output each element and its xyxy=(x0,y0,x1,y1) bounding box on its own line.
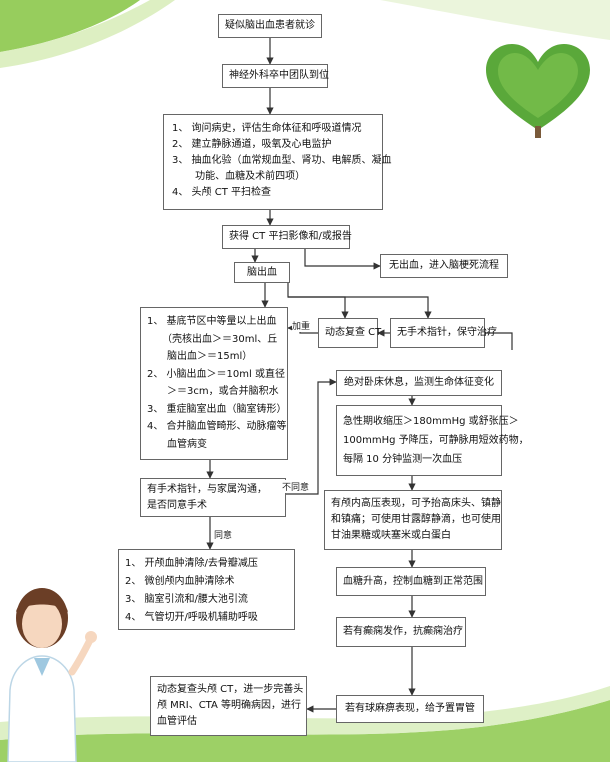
edge-ctresult-nohemorrhage xyxy=(304,249,381,270)
edge-label-aggravate: 加重 xyxy=(292,319,311,332)
bottom-green-wave xyxy=(0,700,610,762)
edge-label-disagree: 不同意 xyxy=(282,480,310,493)
node-surgery-indications: 1、 基底节区中等量以上出血 （壳核出血＞＝30ml、丘 脑出血＞＝15ml） … xyxy=(140,307,288,460)
node-ct-result: 获得 CT 平扫影像和/或报告 xyxy=(222,225,352,249)
node-bulbar-palsy: 若有球麻痹表现，给予置胃管 xyxy=(336,695,484,723)
node-bp-control: 急性期收缩压＞180mmHg 或舒张压＞ 100mmHg 予降压，可静脉用短效药… xyxy=(336,405,529,476)
node-followup-imaging: 动态复查头颅 CT，进一步完善头 颅 MRI、CTA 等明确病因，进行 血管评估 xyxy=(150,676,307,736)
edge-hemorrhage-conservative xyxy=(288,296,432,319)
node-intracranial-pressure: 有颅内高压表现，可予抬高床头、镇静 和镇痛；可使用甘露醇静滴，也可使用 甘油果糖… xyxy=(324,490,502,550)
node-surgery-options: 1、 开颅血肿清除/去骨瓣减压 2、 微创颅内血肿清除术 3、 脑室引流和/腰大… xyxy=(118,549,295,630)
edge-hemorrhage-dynamicct xyxy=(287,283,349,319)
node-glucose-control: 血糖升高，控制血糖到正常范围 xyxy=(336,567,486,596)
node-epilepsy: 若有癫痫发作，抗癫痫治疗 xyxy=(336,617,466,647)
edge-conservative-right xyxy=(485,332,513,350)
edge-label-agree: 同意 xyxy=(214,528,233,541)
node-suspected-patient: 疑似脑出血患者就诊 xyxy=(218,14,322,38)
node-no-hemorrhage: 无出血，进入脑梗死流程 xyxy=(380,254,508,278)
node-initial-assessment: 1、 询问病史，评估生命体征和呼吸道情况 2、 建立静脉通道，吸氧及心电监护 3… xyxy=(163,114,392,210)
edge-consent-bedrest xyxy=(286,378,337,495)
node-dynamic-ct: 动态复查 CT xyxy=(318,318,381,348)
doctor-illustration-icon xyxy=(7,588,97,762)
node-bed-rest: 绝对卧床休息，监测生命体征变化 xyxy=(336,370,502,396)
node-neurosurgery-team: 神经外科卒中团队到位 xyxy=(222,64,329,88)
node-consent: 有手术指针，与家属沟通， 是否同意手术 xyxy=(140,478,286,517)
top-left-green-wave xyxy=(0,0,140,52)
node-conservative-treatment: 无手术指针，保守治疗 xyxy=(390,318,497,348)
top-left-light-wave xyxy=(0,0,175,68)
node-hemorrhage: 脑出血 xyxy=(234,262,290,283)
top-right-light-wave xyxy=(380,0,610,40)
heart-tree-icon xyxy=(486,44,590,138)
